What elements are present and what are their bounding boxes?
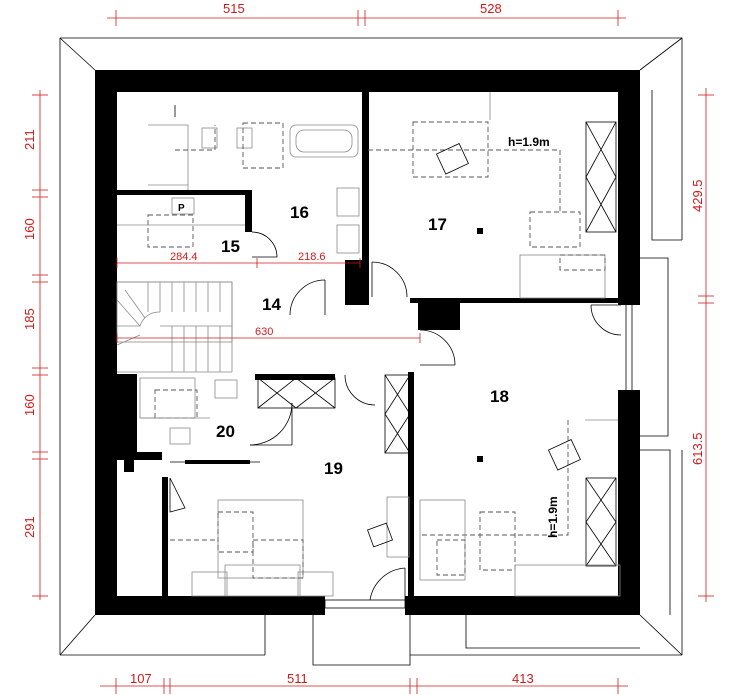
staircase bbox=[116, 281, 233, 373]
dimension-left: 211 160 185 160 291 bbox=[22, 90, 48, 600]
dim-bottom-511: 511 bbox=[287, 671, 308, 686]
inner-dim-284: 284.4 bbox=[170, 251, 198, 263]
dim-right-429: 429.5 bbox=[690, 179, 705, 212]
exterior-walls bbox=[95, 70, 640, 615]
room-17-furniture bbox=[368, 92, 606, 299]
inner-dimensions: 284.4 218.6 630 bbox=[116, 251, 421, 343]
dim-bottom-413: 413 bbox=[512, 671, 534, 686]
inner-dim-218: 218.6 bbox=[298, 251, 326, 263]
dim-left-185: 185 bbox=[22, 308, 37, 330]
dim-left-291: 291 bbox=[22, 516, 37, 538]
dimension-bottom: 107 511 413 bbox=[100, 671, 628, 694]
room-20-label: 20 bbox=[216, 422, 235, 441]
room-18-label: 18 bbox=[490, 387, 509, 406]
room-18-furniture bbox=[419, 419, 621, 597]
bathroom-fixtures bbox=[148, 105, 360, 254]
room-16-label: 16 bbox=[290, 203, 309, 222]
room-14-label: 14 bbox=[262, 295, 281, 314]
dim-left-160b: 160 bbox=[22, 394, 37, 416]
dim-top-515: 515 bbox=[223, 1, 245, 16]
inner-dim-630: 630 bbox=[255, 326, 273, 338]
room-19-label: 19 bbox=[324, 459, 343, 478]
room-15-label: 15 bbox=[221, 237, 240, 256]
dimension-top: 515 528 bbox=[107, 1, 626, 26]
interior-walls bbox=[117, 92, 618, 596]
room-labels: 14 15 16 17 18 19 20 h=1.9m h=1.9m bbox=[216, 135, 560, 538]
wardrobes bbox=[257, 121, 617, 567]
p-label: P bbox=[178, 203, 185, 214]
room-18-height-note: h=1.9m bbox=[546, 496, 560, 538]
room-17-label: 17 bbox=[428, 215, 447, 234]
dim-left-211: 211 bbox=[22, 129, 37, 150]
dim-top-528: 528 bbox=[480, 1, 502, 16]
dim-right-613: 613.5 bbox=[690, 432, 705, 465]
room-15-fixtures: P bbox=[117, 197, 245, 248]
room-20-fixtures bbox=[139, 377, 293, 446]
dimension-right: 429.5 613.5 bbox=[690, 88, 714, 602]
room-17-height-note: h=1.9m bbox=[508, 135, 550, 149]
room-19-furniture bbox=[170, 460, 410, 597]
roof-outline bbox=[59, 37, 683, 666]
doors bbox=[169, 231, 633, 609]
dim-bottom-107: 107 bbox=[130, 671, 152, 686]
dim-left-160a: 160 bbox=[22, 218, 37, 240]
